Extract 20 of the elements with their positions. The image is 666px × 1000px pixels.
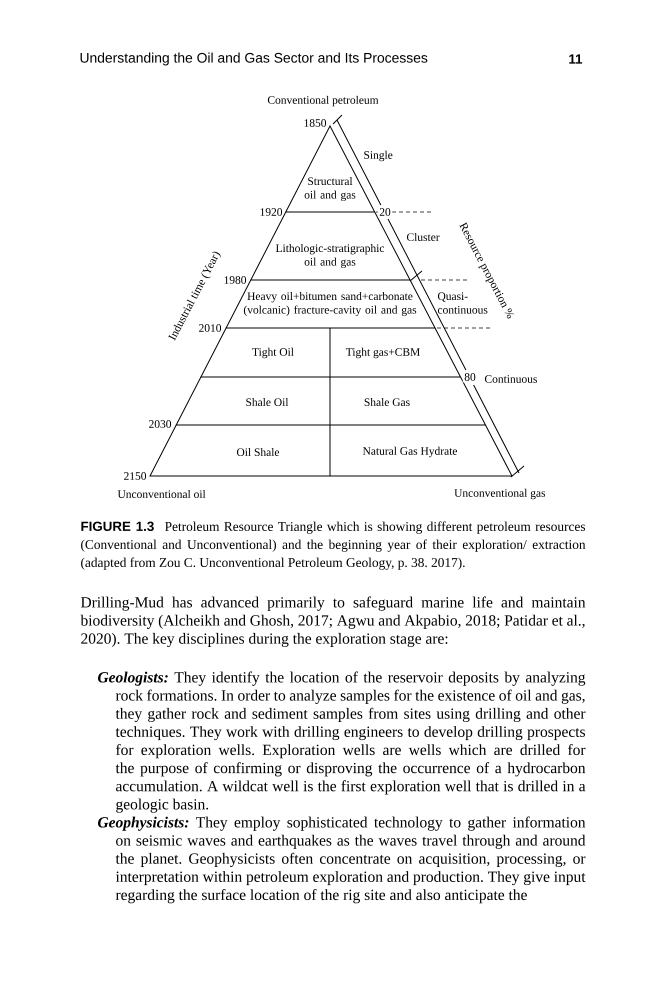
- year-label: 2150: [124, 472, 146, 480]
- body-paragraph: Drilling-Mud has advanced primarily to safeguard marine life and maintain biodiversity (Alcheikh and Ghosh, 2017; Agwu and Akpabio, 2018; Patidar et al., 2020). The key disciplines during the exploration stage are:: [80, 596, 586, 647]
- running-header: Understanding the Oil and Gas Sector and Its Processes: [80, 52, 428, 66]
- end-label: Conventional petroleum: [268, 96, 378, 106]
- band: Tight gas+CBM: [330, 328, 462, 378]
- page-number: 11: [569, 54, 582, 64]
- end-label: Unconventional oil: [118, 490, 206, 498]
- category-label: Continuous: [484, 375, 537, 383]
- category-label: Cluster: [406, 232, 440, 242]
- list-item: Geologists: They identify the location of the reservoir deposits by analyzing rock formations. In order to analyze samples for the existence of oil and gas, they gather rock and sediment samples from sites using drilling and other techniques. They work with drilling engineers to develop drilling prospects for exploration wells. Exploration wells are wells which are drilled for the purpose of confirming or disproving the occurrence of a hydrocarbon accumulation. A wildcat well is the first exploration well that is drilled in a geologic basin.: [98, 672, 586, 813]
- band: Natural Gas Hydrate: [330, 424, 513, 476]
- figure-caption: FIGURE 1.3 Petroleum Resource Triangle which is showing different petroleum resources (Conventional and Unconventional) and the beginning year of their exploration/ extraction (adapted from Zou C. Unconventional Petroleum Geology, p. 38. 2017).: [81, 522, 586, 570]
- list-item: Geophysicists: They employ sophisticated technology to gather information on seismic waves and earthquakes as the waves travel through and around the planet. Geophysicists often concentrate on acquisition, processing, or interpretation within petroleum exploration and production. They give input regarding the surface location of the rig site and also anticipate the: [98, 816, 586, 904]
- tick-label: 80: [462, 372, 478, 382]
- tick-label: 20: [378, 206, 392, 218]
- year-label: 1920: [260, 208, 282, 216]
- end-label: Unconventional gas: [454, 488, 546, 500]
- year-label: 1850: [304, 119, 326, 127]
- category-label: Single: [364, 150, 392, 162]
- category-label: Quasi-continuous: [438, 292, 488, 314]
